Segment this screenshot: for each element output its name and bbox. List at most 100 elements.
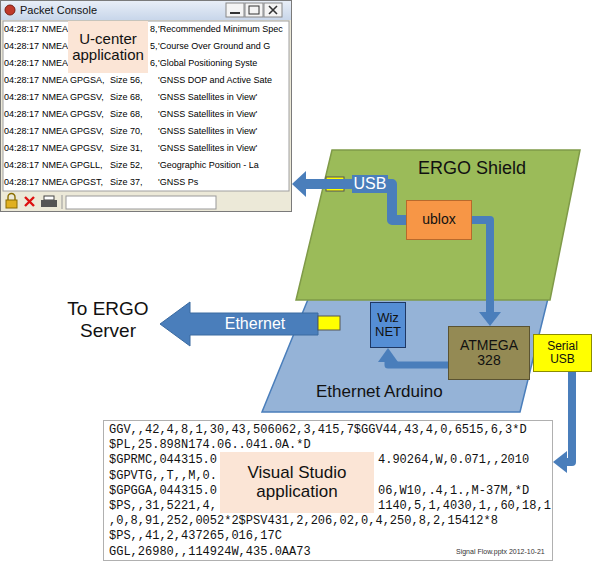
minimize-glyph bbox=[230, 12, 240, 14]
arrow-head bbox=[292, 171, 306, 197]
board-title: Ethernet Arduino bbox=[316, 382, 443, 402]
console-cell: NMEA GPGST, bbox=[42, 177, 103, 188]
serial-output-line: $GPVTG,,T,,M,0. bbox=[109, 470, 217, 483]
console-cell: 'GNSS Ps bbox=[158, 177, 198, 188]
console-cell: Size 37, bbox=[110, 177, 143, 188]
box-label: Wiz NET bbox=[374, 311, 402, 340]
close-glyph bbox=[269, 6, 277, 14]
chip-box: ublox bbox=[406, 200, 472, 240]
serial-output-line: 06,W10,.4,1.,M-37M,*D bbox=[378, 485, 529, 498]
serial-output-line: GGL,26980,,114924W,435.0AA73 bbox=[109, 546, 311, 559]
console-cell: 04:28:17 bbox=[4, 160, 39, 171]
box-label: Serial USB bbox=[537, 340, 588, 366]
box-label: U-center application bbox=[72, 31, 144, 64]
delete-icon bbox=[25, 197, 34, 206]
serial-output-line: ,0,8,91,252,0052*2$PSV431,2,206,02,0,4,2… bbox=[109, 515, 498, 528]
console-cell: Size 31, bbox=[110, 143, 143, 154]
serial-output-line: $PS,,31,5221,4, bbox=[109, 500, 217, 513]
maximize-button bbox=[245, 3, 263, 17]
console-cell: 'GNSS Satellites in View' bbox=[158, 92, 257, 103]
serial-output-line: $GPGGA,044315.0 bbox=[109, 485, 217, 498]
app-label: U-center application bbox=[68, 21, 148, 73]
app-label: Visual Studio application bbox=[220, 452, 374, 513]
console-cell: 8, bbox=[150, 24, 158, 35]
chip-box: ATMEGA 328 bbox=[448, 326, 530, 380]
maximize-glyph bbox=[249, 6, 259, 14]
box-label: ATMEGA 328 bbox=[452, 338, 526, 369]
arrow-head bbox=[479, 312, 501, 326]
arrow-head bbox=[553, 451, 567, 473]
board-title: ERGO Shield bbox=[418, 158, 526, 180]
window-title: Packet Console bbox=[20, 4, 97, 17]
destination-label: To ERGO Server bbox=[62, 298, 154, 342]
box-label: ublox bbox=[422, 212, 455, 227]
title-bar bbox=[1, 1, 291, 20]
console-cell: 6, bbox=[150, 58, 158, 69]
board-region: Ethernet ArduinoWiz NETATMEGA 328Serial … bbox=[262, 270, 555, 412]
console-cell: Size 68, bbox=[110, 92, 143, 103]
serial-output-line: $GPRMC,044315.0 bbox=[109, 454, 217, 467]
footer-note: Signal Flow.pptx 2012-10-21 bbox=[456, 548, 545, 556]
text-field bbox=[66, 196, 216, 209]
ethernet-connector bbox=[318, 316, 340, 330]
console-cell: Size 70, bbox=[110, 126, 143, 137]
printer-icon bbox=[41, 200, 57, 207]
console-cell: 'Global Positioning Syste bbox=[158, 58, 257, 69]
terminal-panel: GGV,,42,4,8,1,30,43,506062,3,415,7$GGV44… bbox=[103, 420, 553, 561]
console-cell: NMEA bbox=[42, 58, 68, 69]
console-window: Packet Console04:28:17NMEA8,'Recommended… bbox=[0, 0, 292, 212]
app-icon bbox=[5, 5, 15, 15]
signal-arrow bbox=[472, 220, 501, 326]
console-cell: 5, bbox=[150, 41, 158, 52]
close-button bbox=[264, 3, 282, 17]
signal-arrow bbox=[553, 372, 572, 473]
console-cell: 'GNSS DOP and Active Sate bbox=[158, 75, 272, 86]
console-cell: 'Course Over Ground and G bbox=[158, 41, 270, 52]
window-frame bbox=[1, 1, 292, 212]
console-cell: NMEA GPGSV, bbox=[42, 143, 104, 154]
serial-output-line: 1140,5,1,4030,1,,60,18,1 bbox=[378, 500, 551, 513]
shield-board bbox=[296, 150, 580, 300]
console-cell: 'GNSS Satellites in View' bbox=[158, 109, 257, 120]
console-cell: 04:28:17 bbox=[4, 177, 39, 188]
console-cell: NMEA GPGSV, bbox=[42, 109, 104, 120]
signal-line bbox=[566, 372, 572, 462]
board-region: ERGO Shield ublox bbox=[296, 150, 580, 300]
signal-arrow bbox=[292, 171, 406, 220]
serial-output-line: $PL,25.898N174.06..041.0A.*D bbox=[109, 439, 311, 452]
chip-box: Wiz NET bbox=[370, 302, 406, 348]
console-cell: 04:28:17 bbox=[4, 92, 39, 103]
lock-shackle bbox=[8, 194, 15, 200]
console-cell: NMEA GPGLL, bbox=[42, 160, 103, 171]
serial-output-line: GGV,,42,4,8,1,30,43,506062,3,415,7$GGV44… bbox=[109, 424, 527, 437]
link-label: USB bbox=[352, 175, 389, 193]
console-cell: 04:28:17 bbox=[4, 24, 39, 35]
console-cell: 'Geographic Position - La bbox=[158, 160, 259, 171]
printer-paper bbox=[44, 196, 54, 200]
console-cell: NMEA GPGSV, bbox=[42, 92, 104, 103]
toolbar-separator bbox=[62, 195, 63, 209]
console-cell: 04:28:17 bbox=[4, 143, 39, 154]
box-label: Visual Studio application bbox=[224, 464, 370, 501]
console-cell: NMEA GPGSA, bbox=[42, 75, 105, 86]
console-cell: NMEA GPGSV, bbox=[42, 126, 104, 137]
list-area bbox=[3, 21, 289, 191]
signal-line bbox=[472, 220, 490, 313]
console-cell: 04:28:17 bbox=[4, 41, 39, 52]
console-cell: 04:28:17 bbox=[4, 109, 39, 120]
console-cell: 04:28:17 bbox=[4, 75, 39, 86]
console-cell: 'GNSS Satellites in View' bbox=[158, 143, 257, 154]
arrow-head bbox=[378, 348, 398, 362]
console-cell: 04:28:17 bbox=[4, 58, 39, 69]
toolbar bbox=[1, 192, 291, 211]
lock-icon bbox=[6, 200, 17, 208]
console-cell: 'Recommended Minimum Spec bbox=[158, 24, 283, 35]
console-cell: Size 68, bbox=[110, 109, 143, 120]
signal-arrow bbox=[378, 348, 448, 365]
serial-output-line: $PS,,41,2,437265,016,17C bbox=[109, 530, 282, 543]
console-cell: Size 52, bbox=[110, 160, 143, 171]
console-cell: NMEA bbox=[42, 24, 68, 35]
port-box: Serial USB bbox=[533, 334, 592, 372]
console-cell: 04:28:17 bbox=[4, 126, 39, 137]
